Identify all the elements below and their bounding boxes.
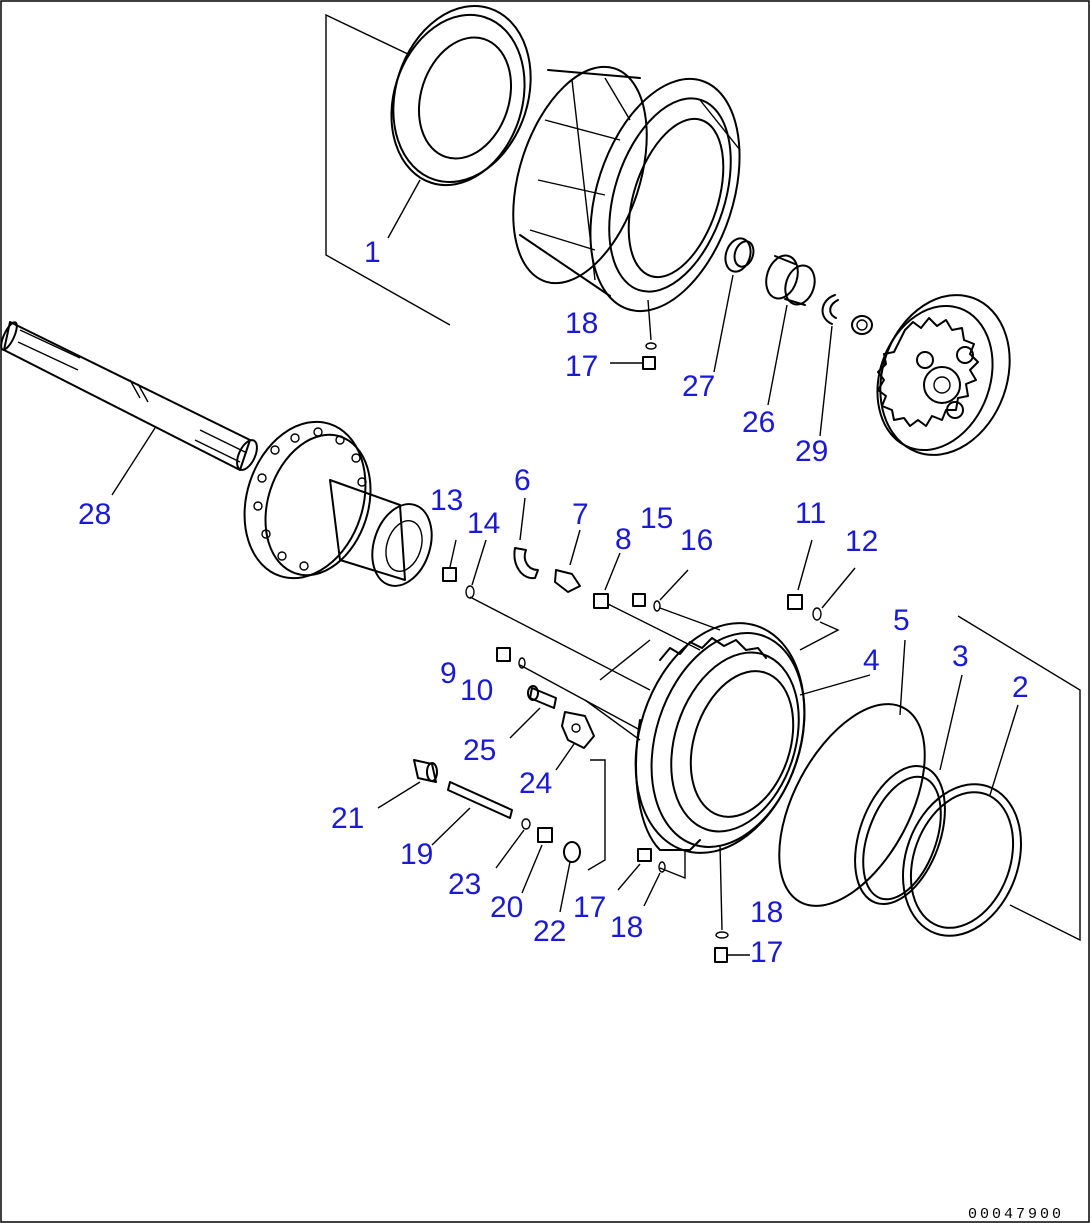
label-18-bottom: 18 xyxy=(750,896,783,929)
drawing-code: 00047900 xyxy=(968,1206,1064,1223)
part-22-cap xyxy=(559,841,581,913)
label-8: 8 xyxy=(615,523,632,556)
label-10: 10 xyxy=(460,674,493,707)
label-13: 13 xyxy=(430,484,463,517)
part-26-roller-bearing xyxy=(765,254,816,406)
part-19-rod xyxy=(431,781,513,846)
part-28-axle-shaft xyxy=(0,321,258,496)
part-13-bolt xyxy=(442,539,457,582)
label-9: 9 xyxy=(440,657,457,690)
label-15: 15 xyxy=(640,502,673,535)
hub-flange xyxy=(243,420,433,587)
label-18-lower: 18 xyxy=(610,911,643,944)
label-27: 27 xyxy=(682,370,715,403)
part-14-washer xyxy=(465,539,651,691)
part-16-washer xyxy=(653,569,721,631)
label-5: 5 xyxy=(893,604,910,637)
part-10-washer xyxy=(518,657,526,669)
label-14: 14 xyxy=(467,507,500,540)
label-22: 22 xyxy=(533,915,566,948)
label-25: 25 xyxy=(463,734,496,767)
part-12-washer xyxy=(799,567,856,651)
label-17-bottom: 17 xyxy=(750,936,783,969)
part-labels: 1 18 17 27 26 29 28 13 14 6 7 8 15 16 11… xyxy=(78,236,1064,1223)
label-7: 7 xyxy=(572,498,589,531)
label-23: 23 xyxy=(448,868,481,901)
assembly-guide-lines xyxy=(519,639,686,880)
part-29-snap-ring xyxy=(819,294,839,437)
part-9-bolt xyxy=(496,647,511,662)
label-19: 19 xyxy=(400,838,433,871)
label-4: 4 xyxy=(863,644,880,677)
part-27-bearing-race xyxy=(713,237,755,373)
upper-bolt-17 xyxy=(610,342,657,370)
label-26: 26 xyxy=(742,406,775,439)
part-4-carrier-housing xyxy=(634,622,871,931)
bottom-bolt-17 xyxy=(714,931,750,963)
part-3-seal-ring xyxy=(854,674,963,906)
part-1-ring-plate xyxy=(387,5,532,239)
part-20-plug xyxy=(521,827,553,894)
label-18-upper: 18 xyxy=(565,307,598,340)
part-24-bracket xyxy=(555,711,595,771)
sprocket-drum-housing xyxy=(512,65,741,341)
upper-group-bracket xyxy=(325,13,451,326)
part-23-ball xyxy=(495,818,531,869)
label-3: 3 xyxy=(952,640,969,673)
label-12: 12 xyxy=(845,525,878,558)
sprocket-gear xyxy=(876,294,1011,456)
part-25-pin xyxy=(509,685,557,739)
label-24: 24 xyxy=(519,767,552,800)
label-16: 16 xyxy=(680,524,713,557)
part-7-fitting xyxy=(554,529,581,593)
label-17-upper: 17 xyxy=(565,350,598,383)
label-29: 29 xyxy=(795,435,828,468)
part-11-bolt xyxy=(787,539,813,610)
label-17-lower: 17 xyxy=(573,891,606,924)
part-5-o-ring xyxy=(778,639,926,907)
part-2-floating-seal xyxy=(902,704,1022,937)
label-21: 21 xyxy=(331,802,364,835)
lower-group-bracket xyxy=(957,615,1081,942)
label-20: 20 xyxy=(490,891,523,924)
label-2: 2 xyxy=(1012,671,1029,704)
part-21-sleeve xyxy=(377,759,438,809)
label-6: 6 xyxy=(514,464,531,497)
lower-washer-18 xyxy=(643,861,666,907)
part-8-plug xyxy=(593,552,701,651)
label-1: 1 xyxy=(364,236,381,269)
part-6-bracket xyxy=(513,497,539,580)
label-11: 11 xyxy=(795,497,826,530)
label-28: 28 xyxy=(78,498,111,531)
part-15-bolt xyxy=(632,593,646,607)
lower-bolt-17 xyxy=(617,848,652,891)
nut xyxy=(851,315,873,335)
